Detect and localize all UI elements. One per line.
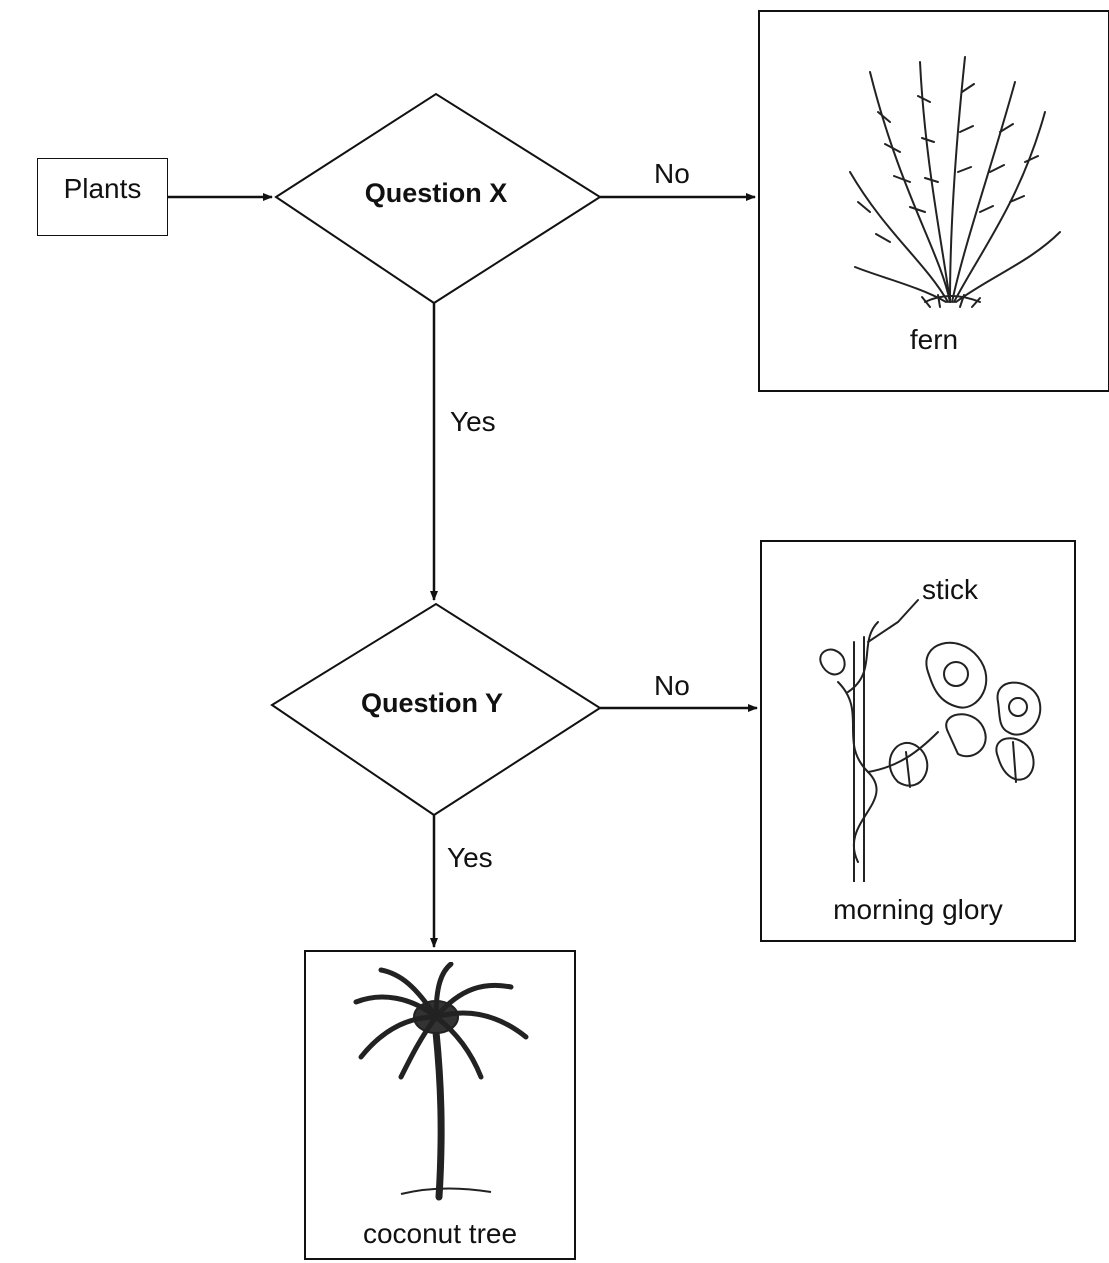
coconut-tree-illustration: [353, 962, 529, 1201]
morning-glory-box: stick morning glory: [760, 540, 1076, 942]
coconut-tree-label: coconut tree: [362, 1218, 518, 1249]
question-x-no-label: No: [654, 158, 690, 189]
morning-glory-illustration: [819, 599, 1042, 882]
plants-box: Plants: [37, 158, 168, 236]
question-x-yes-label: Yes: [450, 406, 496, 437]
question-y-label: Question Y: [360, 688, 504, 718]
fern-illustration: [849, 56, 1061, 308]
fern-box: fern: [758, 10, 1109, 392]
coconut-tree-box: coconut tree: [304, 950, 576, 1260]
morning-glory-label: morning glory: [833, 894, 1003, 925]
question-y-yes-label: Yes: [447, 842, 493, 873]
question-x-label: Question X: [364, 178, 508, 208]
stick-label: stick: [922, 574, 978, 605]
plants-label: Plants: [63, 173, 142, 204]
fern-label: fern: [909, 324, 959, 355]
question-y-no-label: No: [654, 670, 690, 701]
